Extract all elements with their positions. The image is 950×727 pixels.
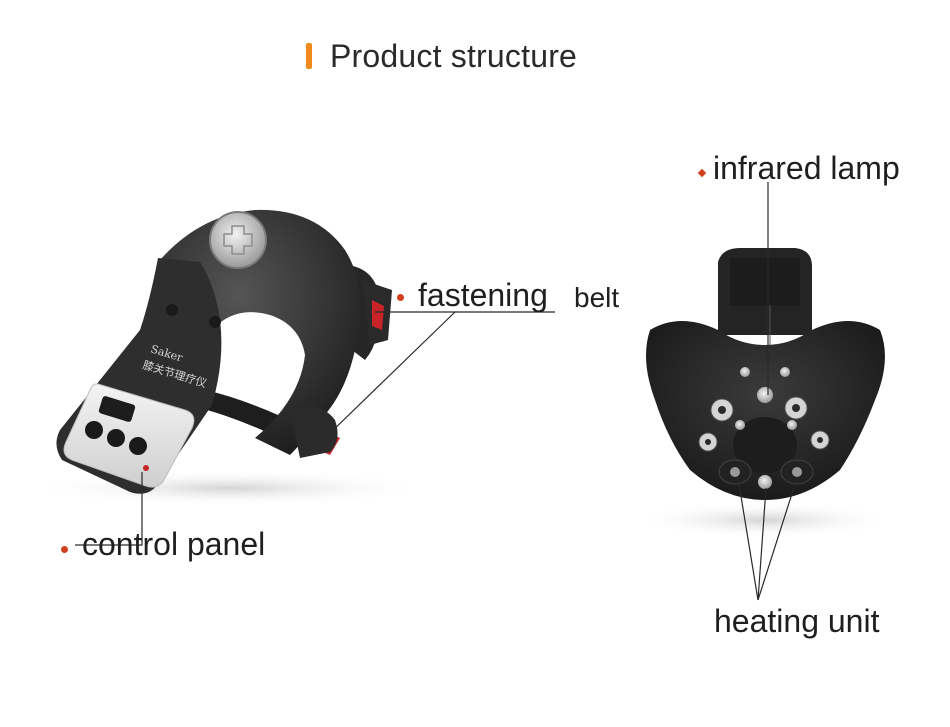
infrared-lamp-label: infrared lamp bbox=[713, 150, 900, 186]
page-title: Product structure bbox=[306, 36, 577, 76]
heating-unit-label: heating unit bbox=[714, 603, 880, 639]
knee-massager-image: Saker 膝关节理疗仪 bbox=[30, 209, 430, 506]
inner-pad-image bbox=[635, 248, 895, 538]
page-title-text: Product structure bbox=[330, 37, 578, 74]
metal-cap bbox=[209, 211, 267, 269]
fastening-label: fastening bbox=[418, 277, 548, 313]
leader-lines bbox=[75, 182, 798, 601]
fastening-belt-marker bbox=[397, 294, 404, 301]
control-panel-marker bbox=[61, 546, 68, 553]
belt-label: belt bbox=[574, 282, 620, 313]
title-accent-bar bbox=[306, 43, 312, 69]
control-panel-label: control panel bbox=[82, 526, 266, 562]
